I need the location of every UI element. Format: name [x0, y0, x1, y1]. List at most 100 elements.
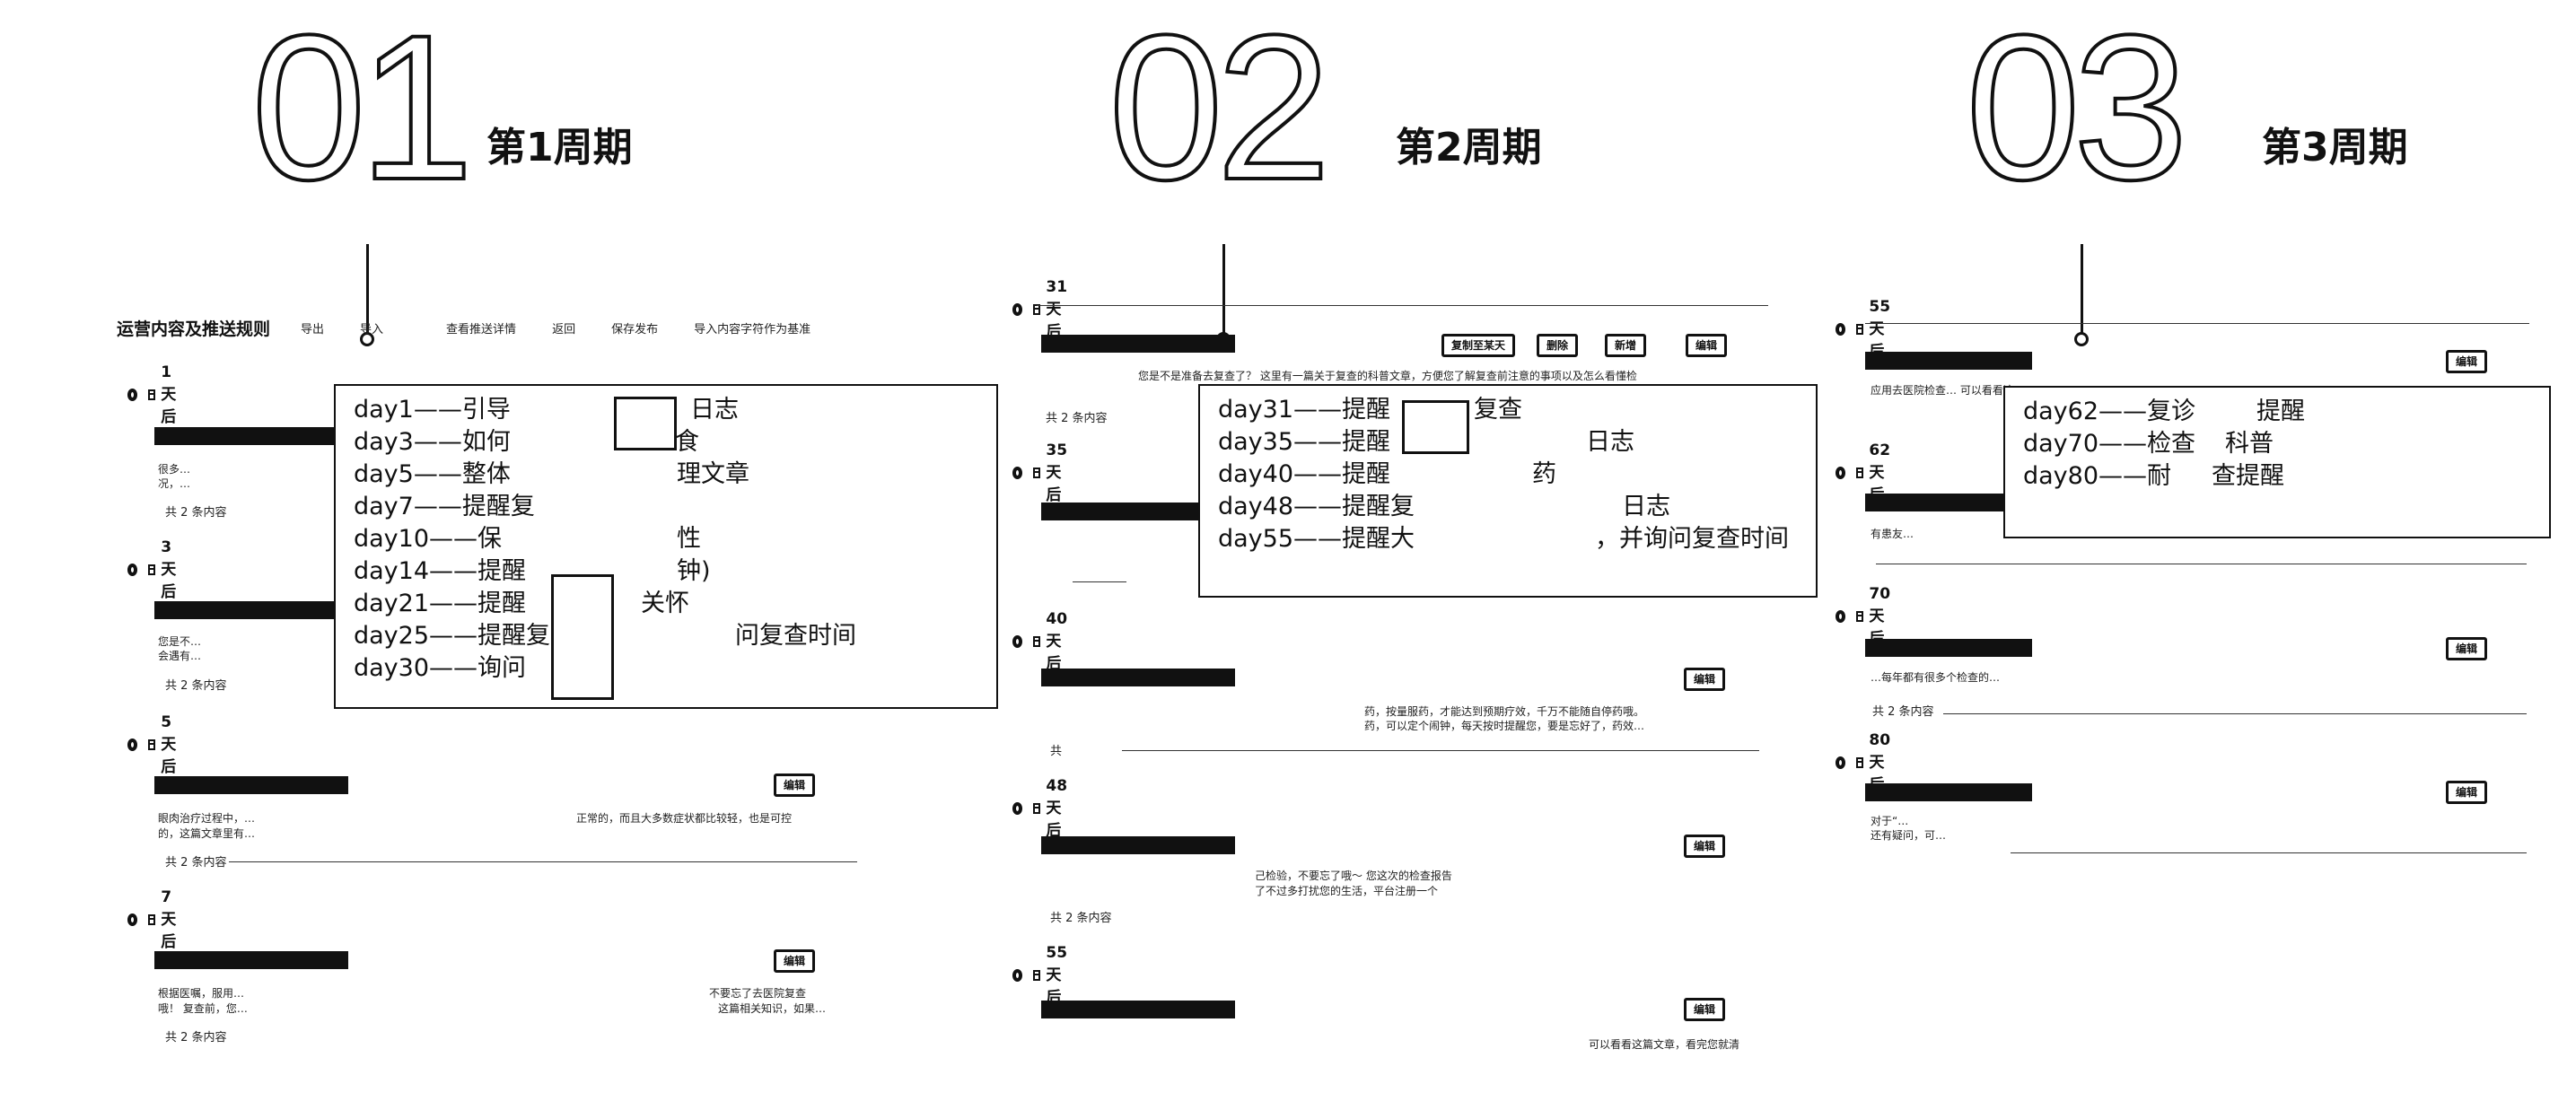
- content-tag-bar: [154, 951, 348, 969]
- schedule-fragment: 食: [675, 428, 699, 456]
- redaction-box: [1402, 400, 1469, 454]
- content-count: 共: [1050, 745, 1063, 758]
- schedule-fragment: 日志: [1622, 493, 1670, 520]
- content-tag-bar: [1041, 836, 1235, 854]
- section-title: 7天后: [161, 888, 177, 951]
- divider: [1073, 581, 1126, 582]
- schedule-row: day80——耐: [2023, 462, 2172, 490]
- schedule-fragment: ，并询问复查时间: [1595, 525, 1789, 553]
- content-tag-bar: [1865, 352, 2032, 370]
- bullet-icon: [1012, 467, 1023, 479]
- section-title: 3天后: [161, 538, 177, 601]
- section-title: 1天后: [161, 363, 177, 426]
- content-line: 这篇相关知识，如果…: [718, 1002, 827, 1015]
- schedule-fragment: 复查: [1474, 396, 1522, 424]
- connector-dot-1: [360, 332, 374, 346]
- connector-line-1: [366, 244, 369, 334]
- period-number: 03: [1964, 0, 2190, 223]
- section-header: 55天后: [1012, 944, 1073, 1007]
- section-title: 40天后: [1046, 610, 1068, 673]
- content-tag-bar: [154, 427, 348, 445]
- edit-button[interactable]: 编辑: [1684, 998, 1726, 1021]
- add-button[interactable]: 新增: [1605, 334, 1647, 357]
- schedule-row: day70——检查: [2023, 430, 2196, 458]
- view-push-details-button[interactable]: 查看推送详情: [446, 323, 517, 336]
- schedule-row: day7——提醒复: [354, 493, 535, 520]
- section-title: 35天后: [1046, 441, 1068, 504]
- content-line: 您是不是准备去复查了？ 这里有一篇关于复查的科普文章，方便您了解复查前注意的事项…: [1138, 370, 1637, 382]
- section-title: 55天后: [1046, 944, 1068, 1007]
- bullet-icon: [1012, 635, 1023, 648]
- section-day-55: 55天后: [1012, 944, 1073, 1007]
- content-tag-bar: [154, 776, 348, 794]
- delete-button[interactable]: 删除: [1537, 334, 1579, 357]
- edit-button[interactable]: 编辑: [774, 949, 816, 973]
- content-line: 况，…: [158, 477, 191, 490]
- calendar-icon: [1856, 468, 1864, 478]
- content-line: 可以看看这篇文章，看完您就清: [1589, 1038, 1740, 1051]
- period-label: 第1周期: [486, 125, 633, 170]
- bullet-icon: [127, 389, 138, 401]
- divider: [1122, 750, 1759, 751]
- section-day-31: 31天后: [1012, 278, 1073, 341]
- edit-button[interactable]: 编辑: [2446, 781, 2488, 804]
- edit-button[interactable]: 编辑: [2446, 350, 2488, 373]
- schedule-fragment: 日志: [690, 396, 739, 424]
- content-tag-bar: [1041, 1001, 1235, 1018]
- schedule-row: day31——提醒: [1218, 396, 1391, 424]
- panel1-toolbar: 运营内容及推送规则 导出 导入 查看推送详情 返回 保存发布 导入内容字符作为基…: [117, 316, 846, 340]
- schedule-row: day10——保: [354, 525, 503, 553]
- schedule-fragment: 理文章: [677, 460, 749, 488]
- content-line: 应用去医院检查… 可以看看这篇文章，: [1871, 384, 2014, 397]
- connector-line-3: [2081, 244, 2083, 334]
- section-header: 31天后: [1012, 278, 1073, 341]
- bullet-icon: [1836, 467, 1846, 479]
- schedule-fragment: 科普: [2225, 430, 2274, 458]
- schedule-row: day25——提醒复: [354, 622, 551, 650]
- bullet-icon: [1012, 969, 1023, 982]
- calendar-icon: [1856, 324, 1864, 335]
- content-count: 共 2 条内容: [165, 506, 227, 520]
- content-tag-bar: [1041, 335, 1235, 353]
- save-publish-button[interactable]: 保存发布: [611, 323, 659, 336]
- schedule-overlay-3: day62——复诊 day70——检查 day80——耐 提醒 科普 查提醒: [2003, 386, 2551, 538]
- divider: [2011, 852, 2527, 853]
- schedule-fragment: 钟): [677, 557, 711, 585]
- content-line: 对于“…: [1871, 815, 1909, 827]
- calendar-icon: [1033, 970, 1041, 981]
- import-baseline-button[interactable]: 导入内容字符作为基准: [694, 323, 811, 336]
- edit-button[interactable]: 编辑: [1686, 334, 1728, 357]
- section-title: 48天后: [1046, 777, 1068, 840]
- section-header: 7天后: [127, 888, 182, 951]
- content-tag-bar: [1865, 639, 2032, 657]
- section-day-48: 48天后: [1012, 777, 1073, 840]
- edit-button[interactable]: 编辑: [1684, 668, 1726, 691]
- edit-button[interactable]: 编辑: [2446, 637, 2488, 660]
- content-line: 药，按量服药，才能达到预期疗效，千万不能随自停药哦。: [1364, 705, 1645, 718]
- copy-to-day-button[interactable]: 复制至某天: [1441, 334, 1516, 357]
- bullet-icon: [127, 564, 138, 576]
- content-count: 共 2 条内容: [165, 679, 227, 693]
- bullet-icon: [127, 739, 138, 751]
- import-button[interactable]: 导入: [360, 323, 384, 336]
- content-line: 了不过多打扰您的生活，平台注册一个: [1255, 885, 1439, 897]
- section-day-7: 7天后: [127, 888, 182, 951]
- content-line: 眼肉治疗过程中，…: [158, 812, 256, 825]
- section-day-5: 5天后: [127, 713, 182, 776]
- section-header: 5天后: [127, 713, 182, 776]
- section-header: 40天后: [1012, 610, 1073, 673]
- content-line: 药，可以定个闹钟，每天按时提醒您，要是忘好了，药效…: [1364, 720, 1645, 732]
- calendar-icon: [148, 739, 156, 750]
- edit-button[interactable]: 编辑: [774, 774, 816, 797]
- calendar-icon: [148, 389, 156, 400]
- divider: [1943, 713, 2527, 714]
- schedule-overlay-2: day31——提醒 day35——提醒 day40——提醒 day48——提醒复…: [1198, 384, 1818, 598]
- bullet-icon: [1836, 756, 1846, 769]
- redaction-box: [614, 397, 677, 450]
- edit-button[interactable]: 编辑: [1684, 835, 1726, 858]
- section-day-3: 3天后: [127, 538, 182, 601]
- back-button[interactable]: 返回: [552, 323, 576, 336]
- connector-line-2: [1222, 244, 1225, 334]
- export-button[interactable]: 导出: [301, 323, 325, 336]
- schedule-overlay-1: day1——引导 day3——如何 day5——整体 day7——提醒复 day…: [334, 384, 998, 709]
